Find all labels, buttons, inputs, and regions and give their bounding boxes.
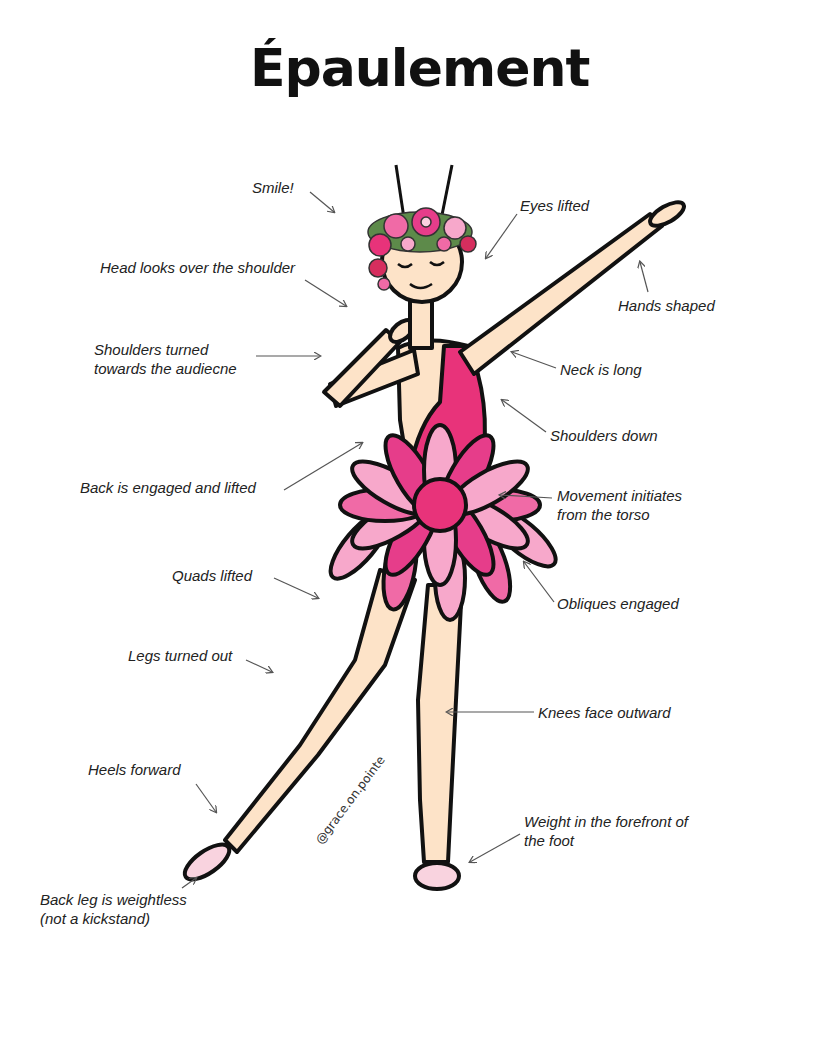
- callout-label: Smile!: [252, 178, 294, 197]
- callout-label: Quads lifted: [172, 566, 252, 585]
- callout-label: Weight in the forefront of the foot: [524, 812, 704, 850]
- leader-lines: [182, 192, 648, 888]
- watermark: @grace.on.pointe: [313, 753, 388, 846]
- title: Épaulement: [250, 38, 589, 98]
- flower-crown: [368, 208, 476, 290]
- callout-label: Back is engaged and lifted: [80, 478, 256, 497]
- callout-label: Shoulders turned towards the audiecne: [94, 340, 254, 378]
- callout-label: Heels forward: [88, 760, 181, 779]
- callout-label: Back leg is weightless (not a kickstand): [40, 890, 205, 928]
- callout-label: Eyes lifted: [520, 196, 589, 215]
- callout-label: Hands shaped: [618, 296, 715, 315]
- callout-label: Movement initiates from the torso: [557, 486, 707, 524]
- callout-label: Head looks over the shoulder: [100, 258, 295, 277]
- callout-label: Legs turned out: [128, 646, 232, 665]
- callout-label: Neck is long: [560, 360, 642, 379]
- callout-label: Obliques engaged: [557, 594, 679, 613]
- callout-label: Shoulders down: [550, 426, 658, 445]
- callout-label: Knees face outward: [538, 703, 671, 722]
